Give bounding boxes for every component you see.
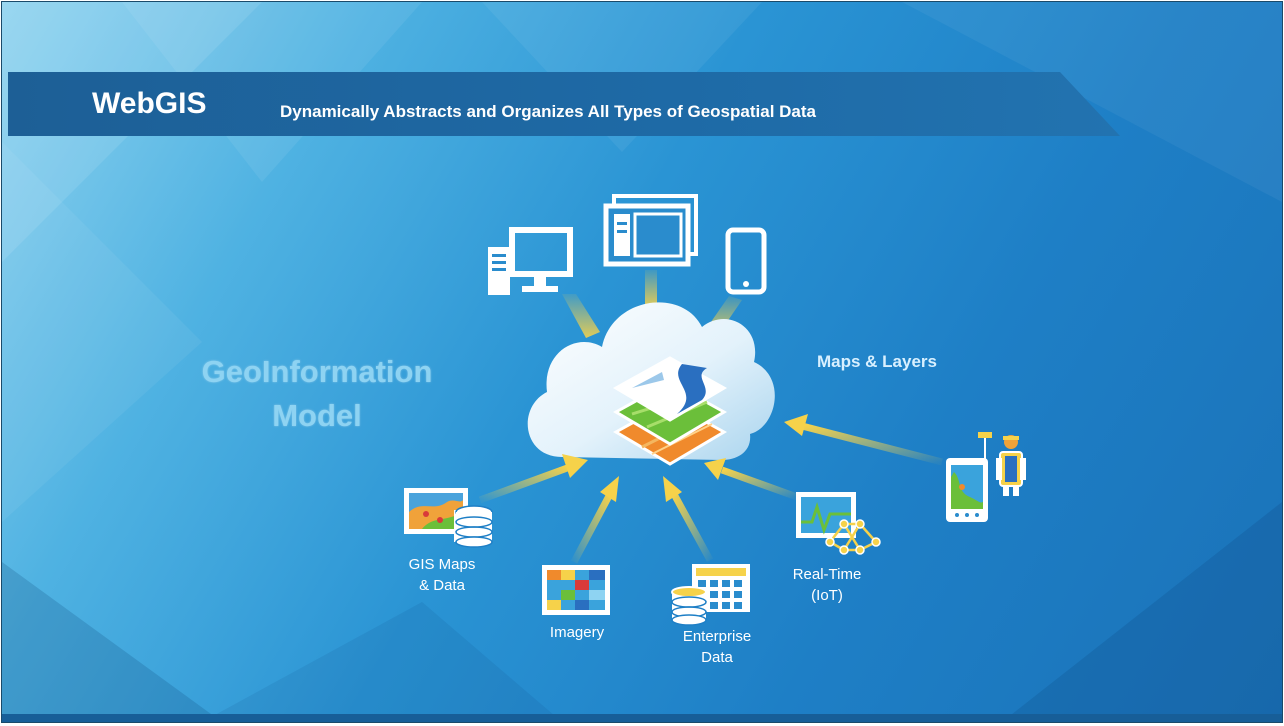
maps-layers-label: Maps & Layers [817,352,937,371]
header-banner [8,72,1120,136]
tablet-windows-icon [603,194,698,267]
page-title: WebGIS [92,87,207,120]
source-arrows [478,414,943,564]
source-label-enterprise: Enterprise Data [682,628,752,666]
smartphone-icon [725,227,767,295]
realtime-iot-icon [796,492,881,555]
gis-map-database-icon [404,488,493,548]
map-layers-icon [612,356,728,466]
geoinformation-model-title: GeoInformation Model [201,354,433,433]
enterprise-database-icon [671,564,750,626]
imagery-raster-icon [542,565,610,615]
desktop-computer-icon [488,227,573,295]
bottom-bar [2,714,1282,722]
source-label-gis-maps: GIS Maps & Data [408,556,476,594]
source-label-realtime: Real-Time (IoT) [792,566,862,604]
source-label-imagery: Imagery [549,624,605,641]
page-subtitle: Dynamically Abstracts and Organizes All … [280,102,816,121]
field-worker-device-icon [946,432,1026,522]
